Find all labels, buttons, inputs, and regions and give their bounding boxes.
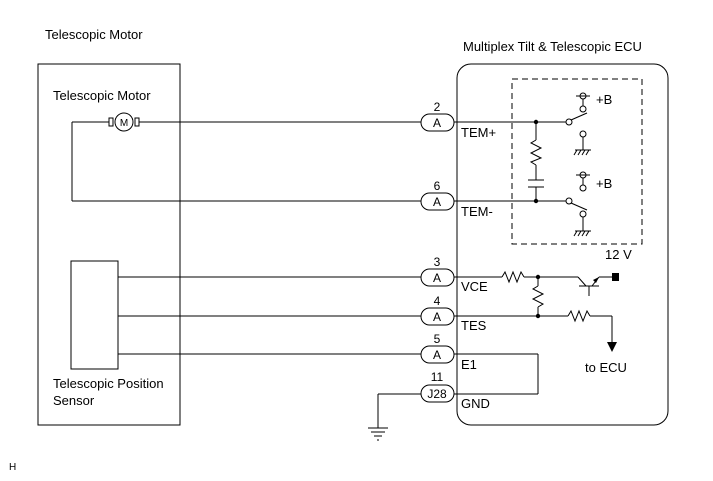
connector-pin-6: 6 A	[420, 179, 455, 211]
pin-number: 11	[431, 370, 444, 384]
to-ecu-label: to ECU	[585, 360, 627, 375]
supply-terminal-2-icon	[576, 171, 590, 179]
sensor-wires	[118, 276, 421, 355]
voltage-label: 12 V	[605, 247, 632, 262]
terminal-gnd: GND	[461, 396, 490, 411]
vce-internal-wires	[454, 270, 578, 316]
tem-resistor-icon	[529, 139, 543, 166]
position-sensor-box	[70, 260, 119, 370]
connector-id: A	[433, 271, 441, 285]
connector-id: J28	[427, 387, 447, 401]
motor-label: Telescopic Motor	[53, 88, 151, 103]
terminal-tem-minus: TEM-	[461, 204, 493, 219]
connector-pin-4: 4 A	[420, 294, 455, 326]
tes-internal-wires	[454, 309, 613, 342]
motor-symbol-letter: M	[120, 118, 128, 129]
supply-label-2: +B	[596, 176, 612, 191]
right-box-title: Multiplex Tilt & Telescopic ECU	[463, 39, 642, 54]
connector-id: A	[433, 195, 441, 209]
connector-pin-5: 5 A	[420, 332, 455, 364]
pin-number: 5	[434, 332, 441, 346]
ground-1-icon	[573, 149, 591, 156]
connector-pin-2: 2 A	[420, 100, 455, 132]
left-box-title: Telescopic Motor	[45, 27, 143, 42]
transistor-icon	[577, 276, 612, 296]
connector-pin-3: 3 A	[420, 255, 455, 287]
terminal-e1: E1	[461, 357, 477, 372]
tem-internal-wires	[454, 119, 566, 204]
pin-number: 6	[434, 179, 441, 193]
arrow-down-icon	[607, 342, 617, 352]
connector-id: A	[433, 348, 441, 362]
relay-switch-2-icon	[565, 178, 588, 231]
connector-pin-11: 11 J28	[420, 370, 455, 403]
ecu-driver-region	[511, 78, 643, 245]
figure-code: H	[9, 462, 16, 473]
pin-number: 3	[434, 255, 441, 269]
relay-switch-1-icon	[565, 99, 588, 150]
ecu-box	[456, 63, 669, 426]
tem-capacitor-icon	[528, 179, 544, 188]
pin-number: 2	[434, 100, 441, 114]
supply-terminal-12v-icon	[612, 273, 619, 281]
supply-terminal-1-icon	[576, 92, 590, 100]
sensor-label-line1: Telescopic Position	[53, 376, 164, 391]
motor-wires	[71, 121, 421, 202]
telescopic-motor-assembly-box	[37, 63, 181, 426]
terminal-tes: TES	[461, 318, 487, 333]
supply-label-1: +B	[596, 92, 612, 107]
motor-icon: M	[108, 112, 140, 132]
chassis-ground-icon	[368, 427, 388, 441]
connector-id: A	[433, 116, 441, 130]
sensor-label-line2: Sensor	[53, 393, 95, 408]
ground-wire	[377, 393, 421, 428]
terminal-tem-plus: TEM+	[461, 125, 496, 140]
pin-number: 4	[434, 294, 441, 308]
connector-id: A	[433, 310, 441, 324]
e1-gnd-internal-wires	[454, 353, 539, 395]
ground-2-icon	[573, 230, 591, 237]
terminal-vce: VCE	[461, 279, 488, 294]
